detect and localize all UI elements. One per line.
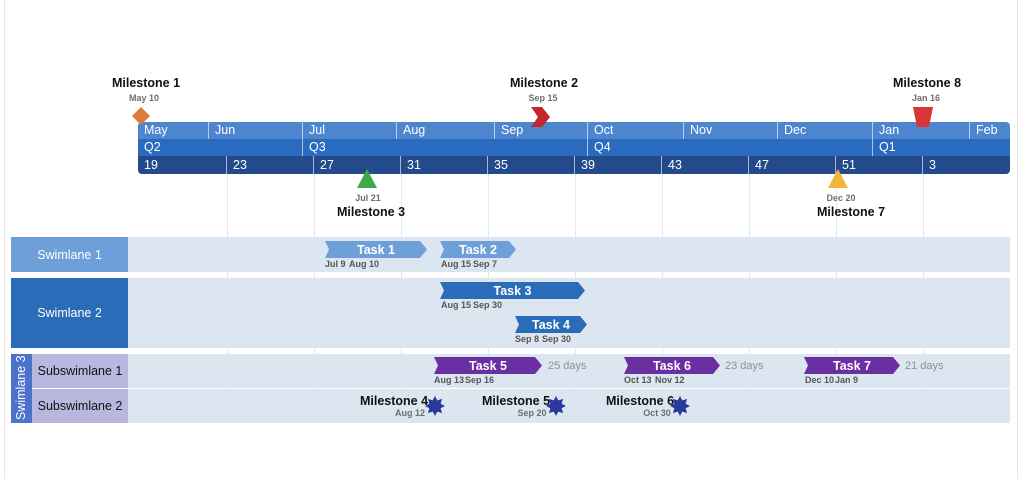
task-start-date: Aug 13 bbox=[434, 375, 465, 385]
milestone-label: Milestone 7 bbox=[816, 205, 886, 219]
task-start-date: Aug 15 bbox=[441, 300, 472, 310]
month-label: Aug bbox=[396, 122, 425, 139]
task-bar[interactable]: Task 2 bbox=[440, 241, 516, 258]
month-label: Jul bbox=[302, 122, 325, 139]
milestone-date: May 10 bbox=[128, 93, 160, 103]
swimlane-2-header[interactable]: Swimlane 2 bbox=[11, 278, 128, 348]
task-end-date: Sep 16 bbox=[465, 375, 495, 385]
task-bar[interactable]: Task 1 bbox=[325, 241, 427, 258]
star-icon[interactable] bbox=[425, 396, 445, 416]
month-label: May bbox=[144, 123, 168, 137]
task-bar[interactable]: Task 7 bbox=[804, 357, 900, 374]
task-bar[interactable]: Task 6 bbox=[624, 357, 720, 374]
quarter-label: Q3 bbox=[302, 139, 326, 156]
milestone-date: Aug 12 bbox=[394, 408, 426, 418]
week-label: 39 bbox=[574, 156, 595, 174]
swimlane-1-header[interactable]: Swimlane 1 bbox=[11, 237, 128, 272]
month-label: Jan bbox=[872, 122, 899, 139]
milestone-label: Milestone 5 bbox=[481, 394, 551, 408]
triangle-icon[interactable] bbox=[356, 168, 378, 190]
task-start-date: Oct 13 bbox=[624, 375, 652, 385]
month-label: Feb bbox=[969, 122, 998, 139]
month-label: Jun bbox=[208, 122, 235, 139]
month-label: Dec bbox=[777, 122, 806, 139]
milestone-label: Milestone 2 bbox=[509, 76, 579, 90]
task-duration: 21 days bbox=[905, 360, 944, 372]
star-icon[interactable] bbox=[670, 396, 690, 416]
milestone-date: Dec 20 bbox=[826, 193, 856, 203]
task-bar[interactable]: Task 5 bbox=[434, 357, 542, 374]
task-bar[interactable]: Task 3 bbox=[440, 282, 585, 299]
swimlane-3-label: Swimlane 3 bbox=[14, 355, 28, 420]
task-bar[interactable]: Task 4 bbox=[515, 316, 587, 333]
week-label: 31 bbox=[400, 156, 421, 174]
month-label: Sep bbox=[494, 122, 523, 139]
milestone-date: Jan 16 bbox=[911, 93, 941, 103]
months-row: May Jun Jul Aug Sep Oct Nov Dec Jan Feb bbox=[138, 122, 1010, 139]
task-end-date: Sep 30 bbox=[473, 300, 503, 310]
quarters-row: Q2 Q3 Q4 Q1 bbox=[138, 139, 1010, 156]
milestone-date: Jul 21 bbox=[355, 193, 381, 203]
week-label: 19 bbox=[144, 158, 158, 172]
milestone-date: Sep 15 bbox=[528, 93, 558, 103]
month-label: Oct bbox=[587, 122, 613, 139]
week-label: 23 bbox=[226, 156, 247, 174]
task-end-date: Sep 30 bbox=[542, 334, 572, 344]
task-duration: 25 days bbox=[548, 360, 587, 372]
task-duration: 23 days bbox=[725, 360, 764, 372]
week-label: 51 bbox=[835, 156, 856, 174]
task-start-date: Dec 10 bbox=[805, 375, 835, 385]
weeks-row: 19 23 27 31 35 39 43 47 51 3 bbox=[138, 156, 1010, 174]
task-end-date: Nov 12 bbox=[655, 375, 685, 385]
week-label: 35 bbox=[487, 156, 508, 174]
task-end-date: Sep 7 bbox=[473, 259, 498, 269]
milestone-label: Milestone 3 bbox=[336, 205, 406, 219]
triangle-icon[interactable] bbox=[827, 168, 849, 190]
swimlane-3-header[interactable]: Swimlane 3 bbox=[11, 354, 32, 423]
milestone-label: Milestone 4 bbox=[359, 394, 429, 408]
milestone-label: Milestone 6 bbox=[605, 394, 675, 408]
task-start-date: Sep 8 bbox=[515, 334, 540, 344]
subswimlane-1-header[interactable]: Subswimlane 1 bbox=[32, 354, 128, 388]
subswimlane-2-header[interactable]: Subswimlane 2 bbox=[32, 389, 128, 423]
task-start-date: Jul 9 bbox=[325, 259, 346, 269]
swimlane-1-row bbox=[128, 237, 1010, 272]
quarter-label: Q1 bbox=[872, 139, 896, 156]
week-label: 27 bbox=[313, 156, 334, 174]
milestone-date: Sep 20 bbox=[517, 408, 547, 418]
task-start-date: Aug 15 bbox=[441, 259, 472, 269]
chevron-icon[interactable] bbox=[529, 106, 551, 128]
task-end-date: Jan 9 bbox=[835, 375, 859, 385]
week-label: 43 bbox=[661, 156, 682, 174]
quarter-label: Q2 bbox=[144, 140, 161, 154]
star-icon[interactable] bbox=[546, 396, 566, 416]
milestone-label: Milestone 8 bbox=[892, 76, 962, 90]
diamond-icon[interactable] bbox=[131, 106, 151, 126]
month-label: Nov bbox=[683, 122, 712, 139]
milestone-label: Milestone 1 bbox=[111, 76, 181, 90]
subswimlane-2-row bbox=[128, 389, 1010, 423]
task-end-date: Aug 10 bbox=[349, 259, 380, 269]
quarter-label: Q4 bbox=[587, 139, 611, 156]
week-label: 47 bbox=[748, 156, 769, 174]
milestone-date: Oct 30 bbox=[643, 408, 671, 418]
week-label: 3 bbox=[922, 156, 936, 174]
trapezoid-icon[interactable] bbox=[912, 106, 934, 128]
